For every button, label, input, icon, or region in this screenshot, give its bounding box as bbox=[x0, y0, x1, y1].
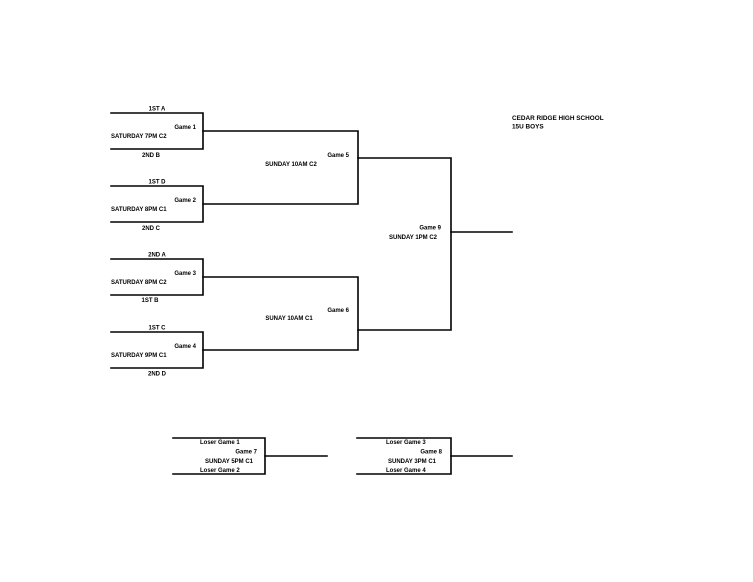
game-7-bracket: Loser Game 1 Game 7 SUNDAY 5PM C1 Loser … bbox=[172, 437, 328, 475]
game-9-bracket: Game 9 SUNDAY 1PM C2 bbox=[357, 157, 513, 331]
game-5-bracket: Game 5 SUNDAY 10AM C2 bbox=[202, 130, 359, 205]
game-5-time: SUNDAY 10AM C2 bbox=[265, 162, 317, 168]
game-2-seed-top: 1ST D bbox=[148, 180, 166, 186]
game-1-seed-top: 1ST A bbox=[149, 107, 166, 113]
game-3-seed-top: 2ND A bbox=[148, 253, 166, 259]
game-5-label: Game 5 bbox=[327, 153, 349, 159]
game-1-lines bbox=[110, 112, 204, 150]
game-5-lines bbox=[202, 130, 359, 205]
game-3-label: Game 3 bbox=[174, 271, 196, 277]
game-9-label: Game 9 bbox=[419, 226, 441, 232]
game-6-time: SUNAY 10AM C1 bbox=[265, 316, 313, 322]
game-7-time: SUNDAY 5PM C1 bbox=[205, 459, 254, 465]
division-title: 15U BOYS bbox=[512, 124, 544, 131]
game-4-lines bbox=[110, 331, 204, 369]
game-3-seed-bottom: 1ST B bbox=[141, 298, 159, 304]
game-8-label: Game 8 bbox=[420, 450, 442, 456]
game-7-top: Loser Game 1 bbox=[200, 440, 240, 446]
game-2-label: Game 2 bbox=[174, 198, 196, 204]
game-8-bottom: Loser Game 4 bbox=[386, 468, 426, 474]
game-7-label: Game 7 bbox=[235, 450, 257, 456]
game-3-time: SATURDAY 8PM C2 bbox=[111, 280, 167, 286]
game-8-bracket: Loser Game 3 Game 8 SUNDAY 3PM C1 Loser … bbox=[356, 437, 513, 475]
game-9-lines bbox=[357, 157, 452, 331]
game-1-seed-bottom: 2ND B bbox=[142, 153, 161, 159]
game-4-time: SATURDAY 9PM C1 bbox=[111, 353, 167, 359]
game-2-lines bbox=[110, 185, 204, 223]
game-2-time: SATURDAY 8PM C1 bbox=[111, 207, 167, 213]
game-2-bracket: 1ST D Game 2 SATURDAY 8PM C1 2ND C bbox=[110, 180, 204, 232]
game-3-bracket: 2ND A Game 3 SATURDAY 8PM C2 1ST B bbox=[110, 253, 204, 304]
game-1-bracket: 1ST A Game 1 SATURDAY 7PM C2 2ND B bbox=[110, 107, 204, 159]
game-8-top: Loser Game 3 bbox=[386, 440, 426, 446]
game-6-lines bbox=[202, 276, 359, 351]
game-1-label: Game 1 bbox=[174, 125, 196, 131]
game-7-bottom: Loser Game 2 bbox=[200, 468, 240, 474]
game-8-time: SUNDAY 3PM C1 bbox=[388, 459, 437, 465]
game-6-label: Game 6 bbox=[327, 308, 349, 314]
game-1-time: SATURDAY 7PM C2 bbox=[111, 134, 167, 140]
game-6-bracket: Game 6 SUNAY 10AM C1 bbox=[202, 276, 359, 351]
game-4-label: Game 4 bbox=[174, 344, 196, 350]
game-4-seed-top: 1ST C bbox=[148, 326, 166, 332]
game-2-seed-bottom: 2ND C bbox=[142, 226, 161, 232]
game-4-bracket: 1ST C Game 4 SATURDAY 9PM C1 2ND D bbox=[110, 326, 204, 378]
game-4-seed-bottom: 2ND D bbox=[148, 372, 167, 378]
school-title: CEDAR RIDGE HIGH SCHOOL bbox=[512, 115, 604, 122]
game-3-lines bbox=[110, 258, 204, 296]
game-9-time: SUNDAY 1PM C2 bbox=[389, 235, 438, 241]
